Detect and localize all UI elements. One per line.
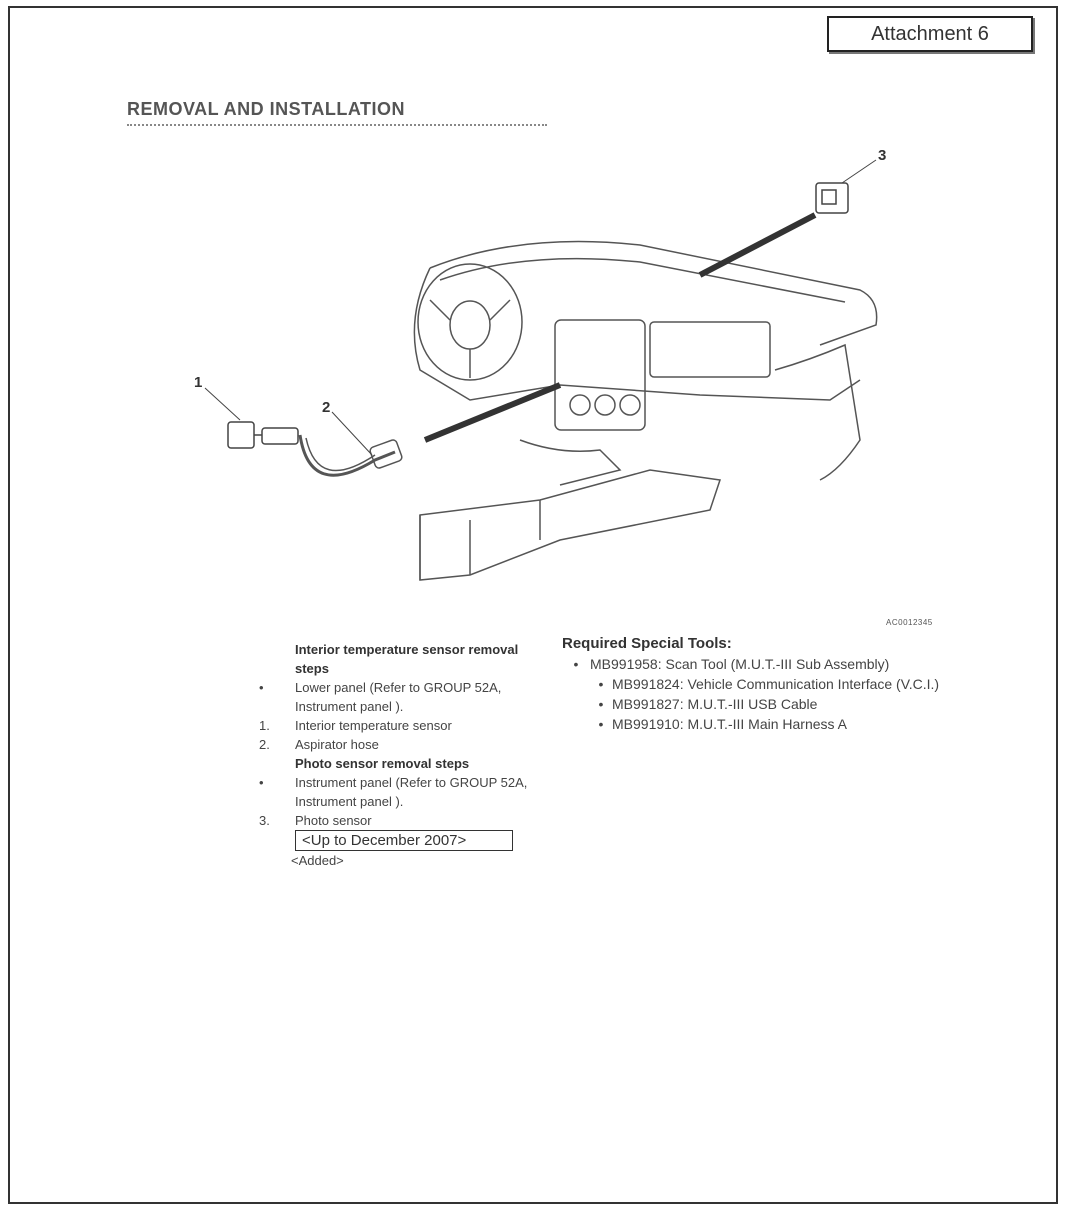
center-stack [554,319,646,431]
bullet: • [598,676,604,692]
photo-sensor [815,182,849,214]
page-frame [8,6,1058,1204]
special-tools: Required Special Tools: • MB991958: Scan… [562,634,982,734]
step-text: Interior temperature sensor [295,718,452,733]
step-text: Lower panel (Refer to GROUP 52A, Instrum… [295,680,502,714]
step-mark: 3. [259,813,270,828]
tool-text: MB991958: Scan Tool (M.U.T.-III Sub Asse… [590,656,890,672]
dash-top-outline [429,240,878,346]
tool-text: MB991824: Vehicle Communication Interfac… [612,676,940,692]
list-item: • MB991824: Vehicle Communication Interf… [562,674,982,694]
vent-3 [619,394,641,416]
dash-front [413,267,861,401]
attachment-label: Attachment 6 [827,16,1033,52]
dash-top-inner [439,257,846,303]
shift-area [519,439,622,486]
step-mark: 1. [259,718,270,733]
leader-3 [841,159,877,184]
interior-temp-sensor [227,421,299,449]
callout-1: 1 [194,374,202,391]
bullet: • [598,696,604,712]
list-item: • Instrument panel (Refer to GROUP 52A, … [255,773,555,811]
removal-steps: Interior temperature sensor removal step… [255,640,555,870]
list-item: 1. Interior temperature sensor [255,716,555,735]
tool-text: MB991827: M.U.T.-III USB Cable [612,696,818,712]
step-text: Photo sensor [295,813,372,828]
figure-code: AC0012345 [886,618,933,627]
leader-2 [331,411,373,456]
aspirator-hose [298,434,396,477]
list-item: • Lower panel (Refer to GROUP 52A, Instr… [255,678,555,716]
glovebox [649,321,771,378]
step-text: Instrument panel (Refer to GROUP 52A, In… [295,775,528,809]
list-item: • MB991910: M.U.T.-III Main Harness A [562,714,982,734]
list-item: 3. Photo sensor [255,811,555,830]
photo-sensor-steps-heading: Photo sensor removal steps [295,756,470,771]
bullet: • [598,716,604,732]
list-item: • MB991958: Scan Tool (M.U.T.-III Sub As… [562,654,982,674]
hose-end [369,439,403,469]
callout-2: 2 [322,399,330,416]
steering-spokes [429,299,511,378]
arrow-to-dash [423,382,562,443]
console-box [419,500,541,580]
list-item: 2. Aspirator hose [255,735,555,754]
temp-sensor-steps-heading: Interior temperature sensor removal step… [295,642,519,676]
added-link[interactable]: <Added> [291,853,344,868]
aspirator-hose-inner [305,437,376,472]
right-dash-side [774,343,861,481]
step-mark: 2. [259,737,270,752]
tool-text: MB991910: M.U.T.-III Main Harness A [612,716,847,732]
bullet: • [573,656,579,672]
section-title: REMOVAL AND INSTALLATION [127,99,547,126]
up-to-december-2007-link[interactable]: <Up to December 2007> [295,830,513,851]
vent-1 [569,394,591,416]
vent-2 [594,394,616,416]
arrow-to-photo-sensor [698,212,817,278]
list-item: • MB991827: M.U.T.-III USB Cable [562,694,982,714]
step-mark: • [259,775,264,790]
step-text: Aspirator hose [295,737,379,752]
step-mark: • [259,680,264,695]
steering-wheel [417,263,523,381]
special-tools-heading: Required Special Tools: [562,635,732,652]
steering-hub [449,300,491,350]
callout-3: 3 [878,147,886,164]
console-outline [419,469,721,581]
leader-1 [204,387,241,421]
